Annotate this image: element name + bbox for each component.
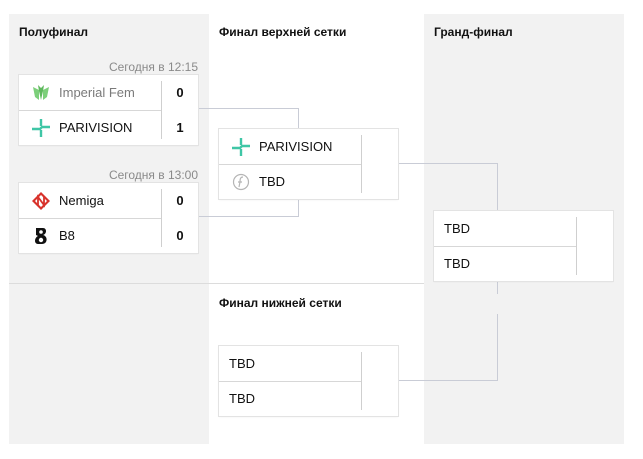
team-name: Imperial Fem — [59, 85, 135, 100]
connector — [397, 380, 498, 381]
team-name: PARIVISION — [59, 120, 133, 135]
match-time: Сегодня в 12:15 — [108, 60, 198, 74]
row-divider — [19, 218, 162, 219]
row-divider — [19, 110, 162, 111]
team-score: 0 — [176, 228, 184, 243]
score-divider — [161, 81, 162, 139]
connector — [497, 314, 498, 381]
row-divider — [434, 246, 577, 247]
upper-final-header: Финал верхней сетки — [219, 25, 347, 39]
team-score: 0 — [176, 85, 184, 100]
connector — [397, 163, 498, 164]
team-row[interactable]: PARIVISION — [219, 129, 398, 164]
team-row[interactable]: TBD — [434, 246, 613, 281]
team-name: TBD — [229, 391, 255, 406]
connector — [198, 108, 298, 109]
team-name: PARIVISION — [259, 139, 333, 154]
lower-final-header: Финал нижней сетки — [219, 296, 342, 310]
match-card-semifinal-1[interactable]: Imperial Fem 0 PARIVISION 1 — [19, 75, 198, 145]
connector — [298, 108, 299, 130]
nemiga-logo-icon — [29, 189, 53, 213]
team-row[interactable]: Imperial Fem 0 — [19, 75, 198, 110]
row-divider — [219, 164, 362, 165]
team-score: 1 — [176, 120, 184, 135]
team-row[interactable]: PARIVISION 1 — [19, 110, 198, 145]
parivision-logo-icon — [229, 135, 253, 159]
team-row[interactable]: B8 0 — [19, 218, 198, 253]
match-card-semifinal-2[interactable]: Nemiga 0 B8 0 — [19, 183, 198, 253]
parivision-logo-icon — [29, 116, 53, 140]
score-divider — [161, 189, 162, 247]
team-name: TBD — [444, 221, 470, 236]
row-divider — [219, 381, 362, 382]
team-row[interactable]: TBD — [219, 346, 398, 381]
score-divider — [361, 135, 362, 193]
match-card-upper-final[interactable]: PARIVISION TBD — [219, 129, 398, 199]
connector — [497, 163, 498, 211]
connector — [497, 280, 498, 294]
connector — [198, 216, 298, 217]
match-card-lower-final[interactable]: TBD TBD — [219, 346, 398, 416]
b8-logo-icon — [29, 224, 53, 248]
score-divider — [576, 217, 577, 275]
team-row[interactable]: Nemiga 0 — [19, 183, 198, 218]
semifinal-header: Полуфинал — [19, 25, 89, 39]
match-card-grand-final[interactable]: TBD TBD — [434, 211, 613, 281]
team-row[interactable]: TBD — [434, 211, 613, 246]
score-divider — [361, 352, 362, 410]
team-row[interactable]: TBD — [219, 164, 398, 199]
connector — [298, 198, 299, 217]
team-name: Nemiga — [59, 193, 104, 208]
team-score: 0 — [176, 193, 184, 208]
team-name: TBD — [229, 356, 255, 371]
match-time: Сегодня в 13:00 — [108, 168, 198, 182]
tbd-logo-icon — [229, 170, 253, 194]
team-name: B8 — [59, 228, 75, 243]
team-name: TBD — [259, 174, 285, 189]
grand-final-header: Гранд-финал — [434, 25, 513, 39]
team-name: TBD — [444, 256, 470, 271]
bracket-divider — [9, 283, 424, 284]
team-row[interactable]: TBD — [219, 381, 398, 416]
imperial-fem-logo-icon — [29, 81, 53, 105]
